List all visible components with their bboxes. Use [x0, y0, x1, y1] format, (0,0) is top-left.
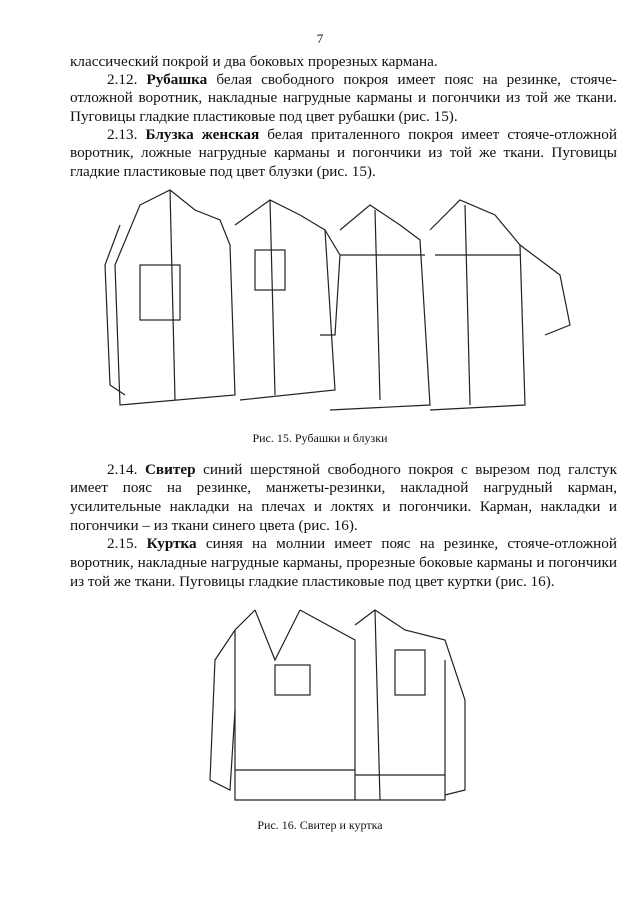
- paragraph-2-15: 2.15. Куртка синяя на молнии имеет пояс …: [107, 535, 617, 553]
- text-line: воротник, ложные нагрудные карманы и пог…: [70, 144, 617, 161]
- figure-15-caption: Рис. 15. Рубашки и блузки: [252, 431, 388, 445]
- figure-16-sweater-jacket: [209, 609, 466, 801]
- paragraph-2-12: 2.12. Рубашка белая свободного покроя им…: [107, 71, 617, 89]
- text-line: гладкие пластиковые под цвет блузки (рис…: [70, 163, 376, 180]
- text-line: воротник, накладные нагрудные карманы, п…: [70, 554, 617, 571]
- text-line: белая приталенного покроя имеет стояче-о…: [267, 126, 618, 143]
- term: Блузка женская: [145, 126, 260, 143]
- figure-15-shirts-blouses: [104, 189, 571, 411]
- text-line: синяя на молнии имеет пояс на резинке, с…: [205, 535, 618, 552]
- clause-number: 2.12.: [107, 71, 138, 88]
- text-line: синий шерстяной свободного покроя с выре…: [203, 461, 618, 478]
- paragraph-2-13: 2.13. Блузка женская белая приталенного …: [107, 126, 617, 144]
- clause-number: 2.13.: [107, 126, 138, 143]
- page-number: 7: [316, 31, 324, 46]
- term: Куртка: [146, 535, 197, 552]
- text-line: из той же ткани. Пуговицы гладкие пласти…: [70, 573, 555, 590]
- text-line: белая свободного покроя имеет пояс на ре…: [216, 71, 617, 88]
- figure-16-caption: Рис. 16. Свитер и куртка: [257, 818, 383, 832]
- text-line: Пуговицы гладкие пластиковые под цвет ру…: [70, 108, 458, 125]
- term: Свитер: [144, 461, 196, 478]
- text-line: отложной воротник, накладные нагрудные к…: [70, 89, 617, 106]
- text-line: погончики – из ткани синего цвета (рис. …: [70, 517, 358, 534]
- text-line: усилительные накладки на плечах и локтях…: [70, 498, 617, 515]
- text-line: классический покрой и два боковых прорез…: [70, 53, 438, 70]
- text-line: имеет пояс на резинке, манжеты-резинки, …: [70, 479, 617, 496]
- paragraph-2-14: 2.14. Свитер синий шерстяной свободного …: [107, 461, 617, 479]
- clause-number: 2.15.: [107, 535, 138, 552]
- term: Рубашка: [146, 71, 208, 88]
- clause-number: 2.14.: [107, 461, 138, 478]
